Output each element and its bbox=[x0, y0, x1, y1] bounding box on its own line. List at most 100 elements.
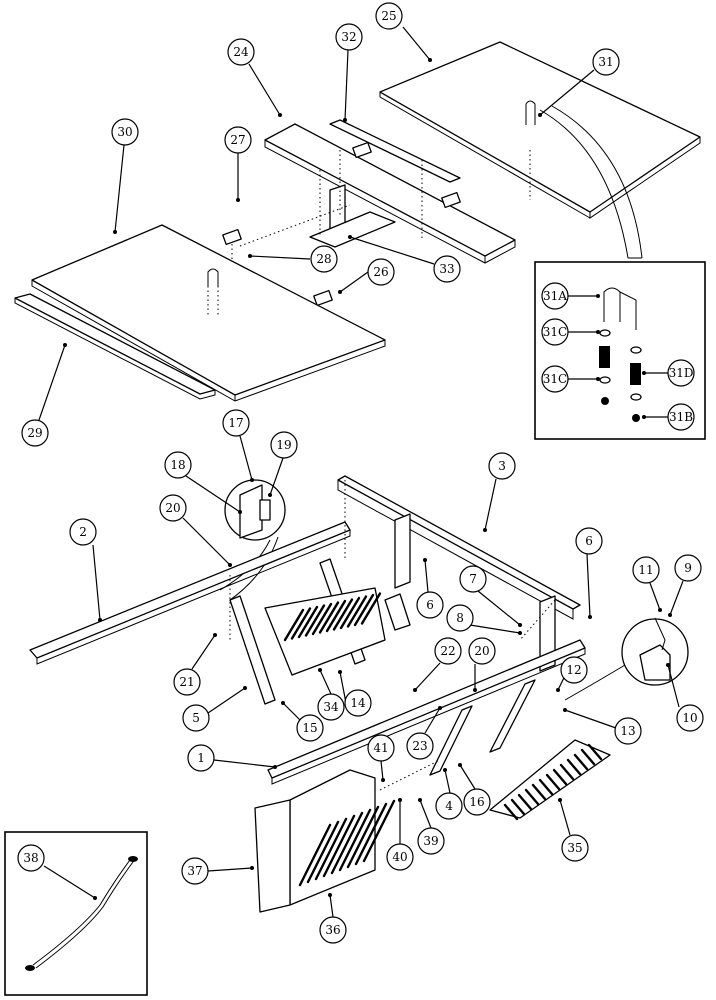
callout-21: 21 bbox=[173, 668, 201, 696]
callout-18: 18 bbox=[164, 451, 192, 479]
svg-text:18: 18 bbox=[170, 458, 185, 472]
svg-text:3: 3 bbox=[498, 459, 506, 473]
leader-line bbox=[43, 865, 96, 899]
leader-line bbox=[424, 559, 429, 593]
leader-line bbox=[269, 457, 284, 496]
svg-text:29: 29 bbox=[27, 426, 42, 440]
callout-20a: 20 bbox=[159, 494, 187, 522]
callout-14: 14 bbox=[344, 689, 372, 717]
screen-slot bbox=[339, 596, 361, 630]
leader-line bbox=[484, 478, 497, 531]
rail-1 bbox=[267, 639, 586, 785]
leader-line bbox=[349, 236, 435, 265]
callout-29: 29 bbox=[21, 419, 49, 447]
svg-text:9: 9 bbox=[684, 561, 692, 575]
leader-line bbox=[559, 799, 571, 836]
leader-arrowhead bbox=[596, 294, 600, 298]
leader-line bbox=[380, 760, 384, 781]
leader-arrowhead bbox=[438, 706, 442, 710]
screen-slot bbox=[314, 817, 348, 881]
leader-arrowhead bbox=[243, 686, 247, 690]
leader-arrowhead bbox=[596, 377, 600, 381]
leader-line bbox=[469, 624, 521, 634]
svg-text:36: 36 bbox=[325, 923, 340, 937]
callout-39: 39 bbox=[417, 827, 445, 855]
leader-arrowhead bbox=[338, 290, 342, 294]
leader-line bbox=[207, 867, 253, 872]
leader-line bbox=[564, 709, 617, 729]
svg-text:37: 37 bbox=[187, 864, 202, 878]
callout-27: 27 bbox=[224, 126, 252, 154]
leader-arrowhead bbox=[238, 510, 242, 514]
screen-slot bbox=[538, 778, 554, 796]
leader-arrowhead bbox=[556, 688, 560, 692]
screen-slot bbox=[311, 602, 333, 636]
leader-arrowhead bbox=[113, 230, 117, 234]
plate-37 bbox=[254, 799, 291, 913]
callout-33: 33 bbox=[433, 255, 461, 283]
callout-5: 5 bbox=[182, 704, 210, 732]
leader-line bbox=[649, 582, 661, 611]
screen-slot bbox=[290, 607, 312, 640]
leader-arrowhead bbox=[666, 663, 670, 667]
svg-text:28: 28 bbox=[316, 252, 331, 266]
svg-text:35: 35 bbox=[567, 841, 582, 855]
screen-slot bbox=[510, 798, 526, 816]
svg-text:5: 5 bbox=[192, 711, 200, 725]
leader-arrowhead bbox=[98, 618, 102, 622]
callout-2: 2 bbox=[69, 518, 97, 546]
svg-text:17: 17 bbox=[228, 416, 243, 430]
leader-arrowhead bbox=[668, 613, 672, 617]
callout-38: 38 bbox=[17, 844, 45, 872]
leader-arrowhead bbox=[413, 688, 417, 692]
callout-32: 32 bbox=[335, 23, 363, 51]
screen-slot bbox=[297, 605, 319, 639]
leader-arrowhead bbox=[518, 631, 522, 635]
svg-text:7: 7 bbox=[469, 572, 477, 586]
leader-arrowhead bbox=[228, 563, 232, 567]
screen-slot bbox=[353, 593, 375, 627]
screen-slot bbox=[354, 802, 388, 866]
assembly-lines-top bbox=[207, 150, 531, 315]
screen-36 bbox=[289, 769, 396, 906]
leader-arrowhead bbox=[473, 688, 477, 692]
u-bolt-31 bbox=[525, 100, 536, 125]
panel-25 bbox=[379, 41, 701, 259]
leader-line bbox=[477, 590, 521, 626]
leader-line bbox=[92, 544, 101, 621]
leader-arrowhead bbox=[338, 670, 342, 674]
svg-text:6: 6 bbox=[426, 598, 434, 612]
callout-35: 35 bbox=[561, 834, 589, 862]
callout-26: 26 bbox=[367, 258, 395, 286]
svg-text:25: 25 bbox=[381, 9, 396, 23]
svg-text:1: 1 bbox=[197, 751, 205, 765]
leader-line bbox=[424, 707, 441, 734]
leader-arrowhead bbox=[93, 896, 97, 900]
leader-line bbox=[339, 671, 347, 704]
leader-arrowhead bbox=[658, 608, 662, 612]
leader-arrowhead bbox=[273, 765, 277, 769]
screen-34 bbox=[264, 587, 386, 676]
leader-arrowhead bbox=[250, 478, 254, 482]
callout-19: 19 bbox=[270, 431, 298, 459]
svg-text:31C: 31C bbox=[543, 372, 567, 386]
leader-arrowhead bbox=[348, 235, 352, 239]
svg-text:15: 15 bbox=[302, 721, 317, 735]
callout-6b: 6 bbox=[416, 591, 444, 619]
callout-31C-upper: 31C bbox=[541, 318, 569, 346]
strip-29 bbox=[14, 293, 216, 400]
screen-slot bbox=[360, 592, 382, 625]
callout-3: 3 bbox=[488, 452, 516, 480]
svg-text:31B: 31B bbox=[669, 410, 693, 424]
clamp-plates bbox=[222, 141, 461, 307]
leader-line bbox=[414, 662, 441, 691]
strip-32 bbox=[329, 119, 461, 183]
svg-text:6: 6 bbox=[585, 534, 593, 548]
screen-slot bbox=[332, 598, 354, 631]
callout-12: 12 bbox=[560, 656, 588, 684]
assembly-lines-bottom bbox=[229, 480, 556, 791]
svg-text:31A: 31A bbox=[543, 289, 567, 303]
leader-arrowhead bbox=[213, 633, 217, 637]
svg-text:2: 2 bbox=[79, 525, 87, 539]
leader-line bbox=[586, 553, 591, 618]
